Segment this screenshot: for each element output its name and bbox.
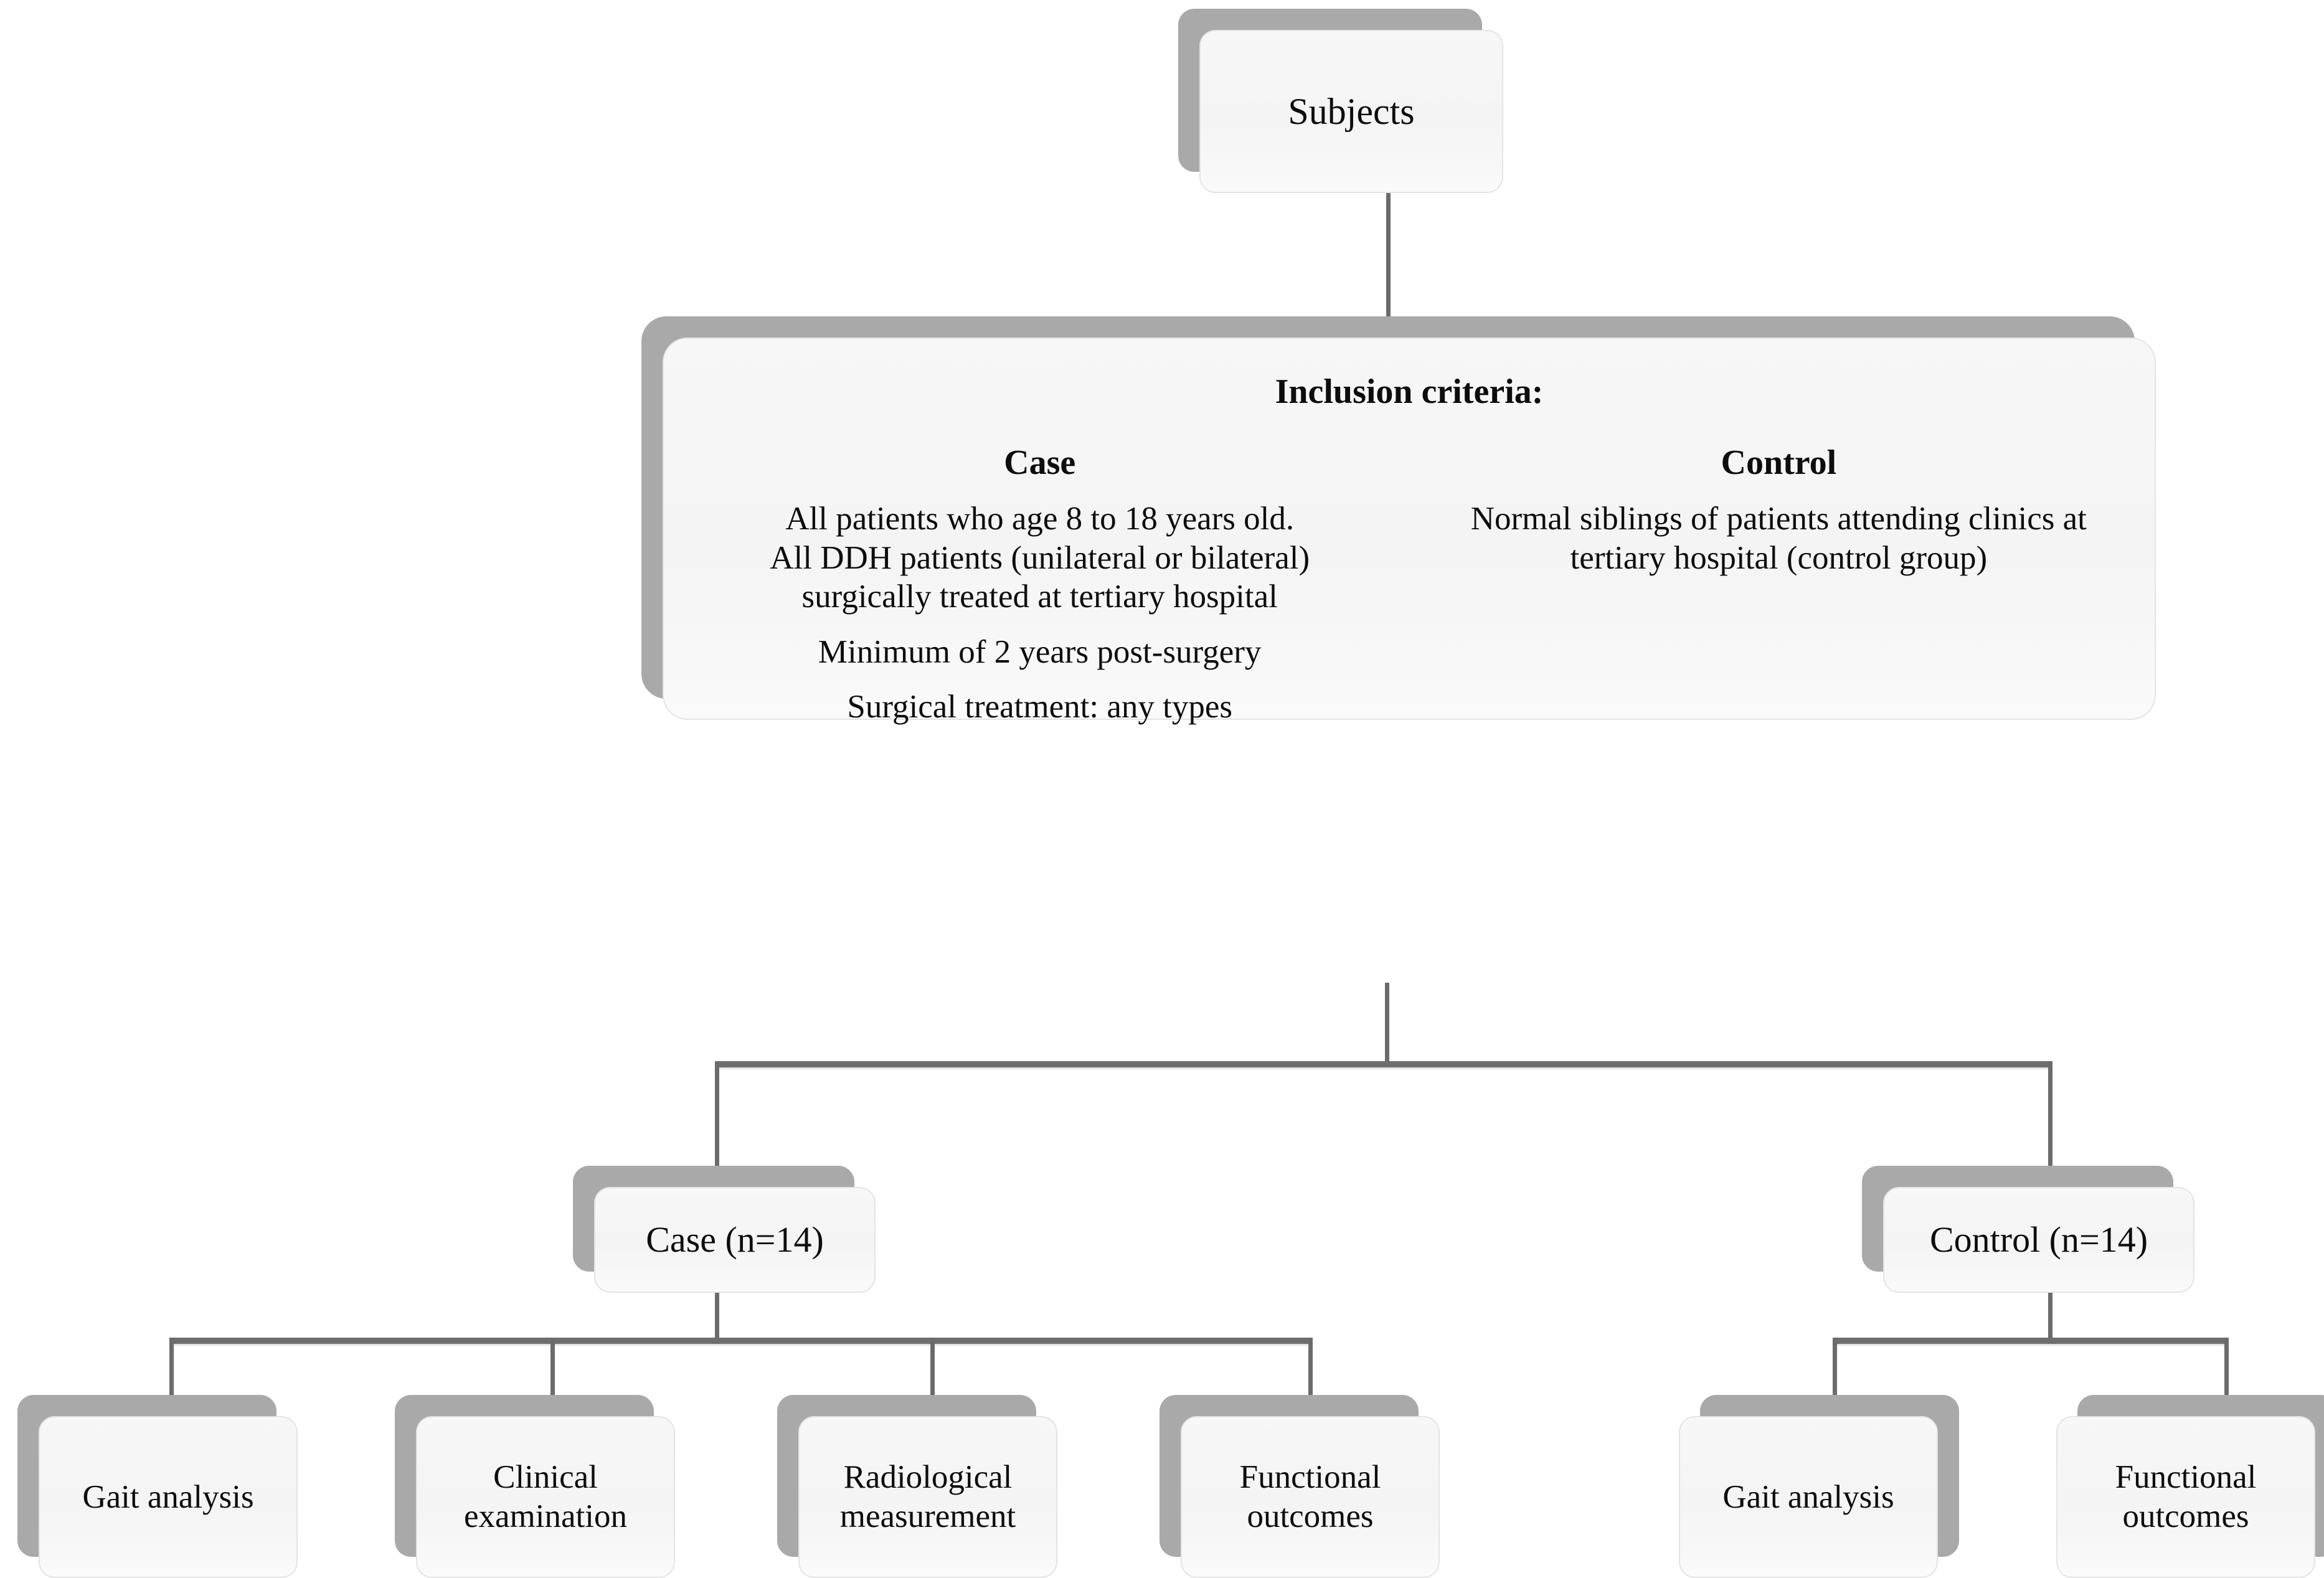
- criteria-case-line-3: Minimum of 2 years post-surgery: [818, 633, 1262, 670]
- connector-bus-to-control: [2048, 1061, 2052, 1174]
- inclusion-criteria-body: Inclusion criteria: Case All patients wh…: [664, 339, 2155, 725]
- node-control-functional-outcomes-label: Functional outcomes: [2056, 1416, 2315, 1578]
- node-subjects-label: Subjects: [1199, 30, 1503, 193]
- connector-bus-case: [169, 1338, 1313, 1344]
- node-case-clinical-examination[interactable]: Clinical examination: [395, 1395, 675, 1578]
- node-case-radiological-measurement-label: Radiological measurement: [798, 1416, 1057, 1578]
- inclusion-criteria-columns: Case All patients who age 8 to 18 years …: [699, 442, 2120, 743]
- connector-bus-control: [1833, 1338, 2229, 1344]
- connector-control-branch-1: [1833, 1338, 1837, 1420]
- node-case-gait-analysis-label: Gait analysis: [39, 1416, 298, 1578]
- connector-case-branch-1: [169, 1338, 174, 1420]
- node-inclusion-criteria[interactable]: Inclusion criteria: Case All patients wh…: [641, 316, 2156, 725]
- node-control-group-label: Control (n=14): [1883, 1187, 2194, 1293]
- connector-case-branch-4: [1308, 1338, 1313, 1420]
- connector-bus-top: [715, 1061, 2052, 1067]
- node-control-group[interactable]: Control (n=14): [1862, 1166, 2194, 1293]
- connector-control-branch-2: [2224, 1338, 2229, 1420]
- node-case-radiological-measurement[interactable]: Radiological measurement: [777, 1395, 1057, 1578]
- connector-criteria-down: [1385, 983, 1389, 1065]
- node-control-gait-analysis[interactable]: Gait analysis: [1679, 1395, 1959, 1578]
- node-case-group-label: Case (n=14): [594, 1187, 876, 1293]
- criteria-case-line-2: All DDH patients (unilateral or bilatera…: [770, 539, 1310, 615]
- connector-control-down: [2048, 1272, 2052, 1341]
- criteria-column-control-heading: Control: [1721, 443, 1837, 483]
- criteria-case-line-4: Surgical treatment: any types: [847, 689, 1233, 725]
- criteria-column-case: Case All patients who age 8 to 18 years …: [699, 442, 1381, 743]
- connector-bus-to-case: [715, 1061, 719, 1174]
- inclusion-criteria-title: Inclusion criteria:: [1275, 372, 1544, 411]
- node-control-functional-outcomes[interactable]: Functional outcomes: [2056, 1395, 2324, 1578]
- criteria-column-control: Control Normal siblings of patients atte…: [1438, 442, 2120, 593]
- node-case-functional-outcomes-label: Functional outcomes: [1181, 1416, 1440, 1578]
- connector-case-branch-2: [550, 1338, 555, 1420]
- node-case-functional-outcomes[interactable]: Functional outcomes: [1160, 1395, 1440, 1578]
- criteria-column-case-heading: Case: [1004, 443, 1076, 483]
- node-case-group[interactable]: Case (n=14): [573, 1166, 876, 1293]
- node-subjects[interactable]: Subjects: [1178, 9, 1503, 193]
- criteria-control-line-1: Normal siblings of patients attending cl…: [1470, 501, 2087, 576]
- connector-case-branch-3: [930, 1338, 935, 1420]
- connector-case-down: [715, 1272, 719, 1341]
- criteria-case-line-1: All patients who age 8 to 18 years old.: [785, 501, 1295, 537]
- connector-subjects-to-criteria: [1386, 163, 1391, 319]
- node-case-clinical-examination-label: Clinical examination: [416, 1416, 675, 1578]
- node-control-gait-analysis-label: Gait analysis: [1679, 1416, 1938, 1578]
- node-case-gait-analysis[interactable]: Gait analysis: [17, 1395, 298, 1578]
